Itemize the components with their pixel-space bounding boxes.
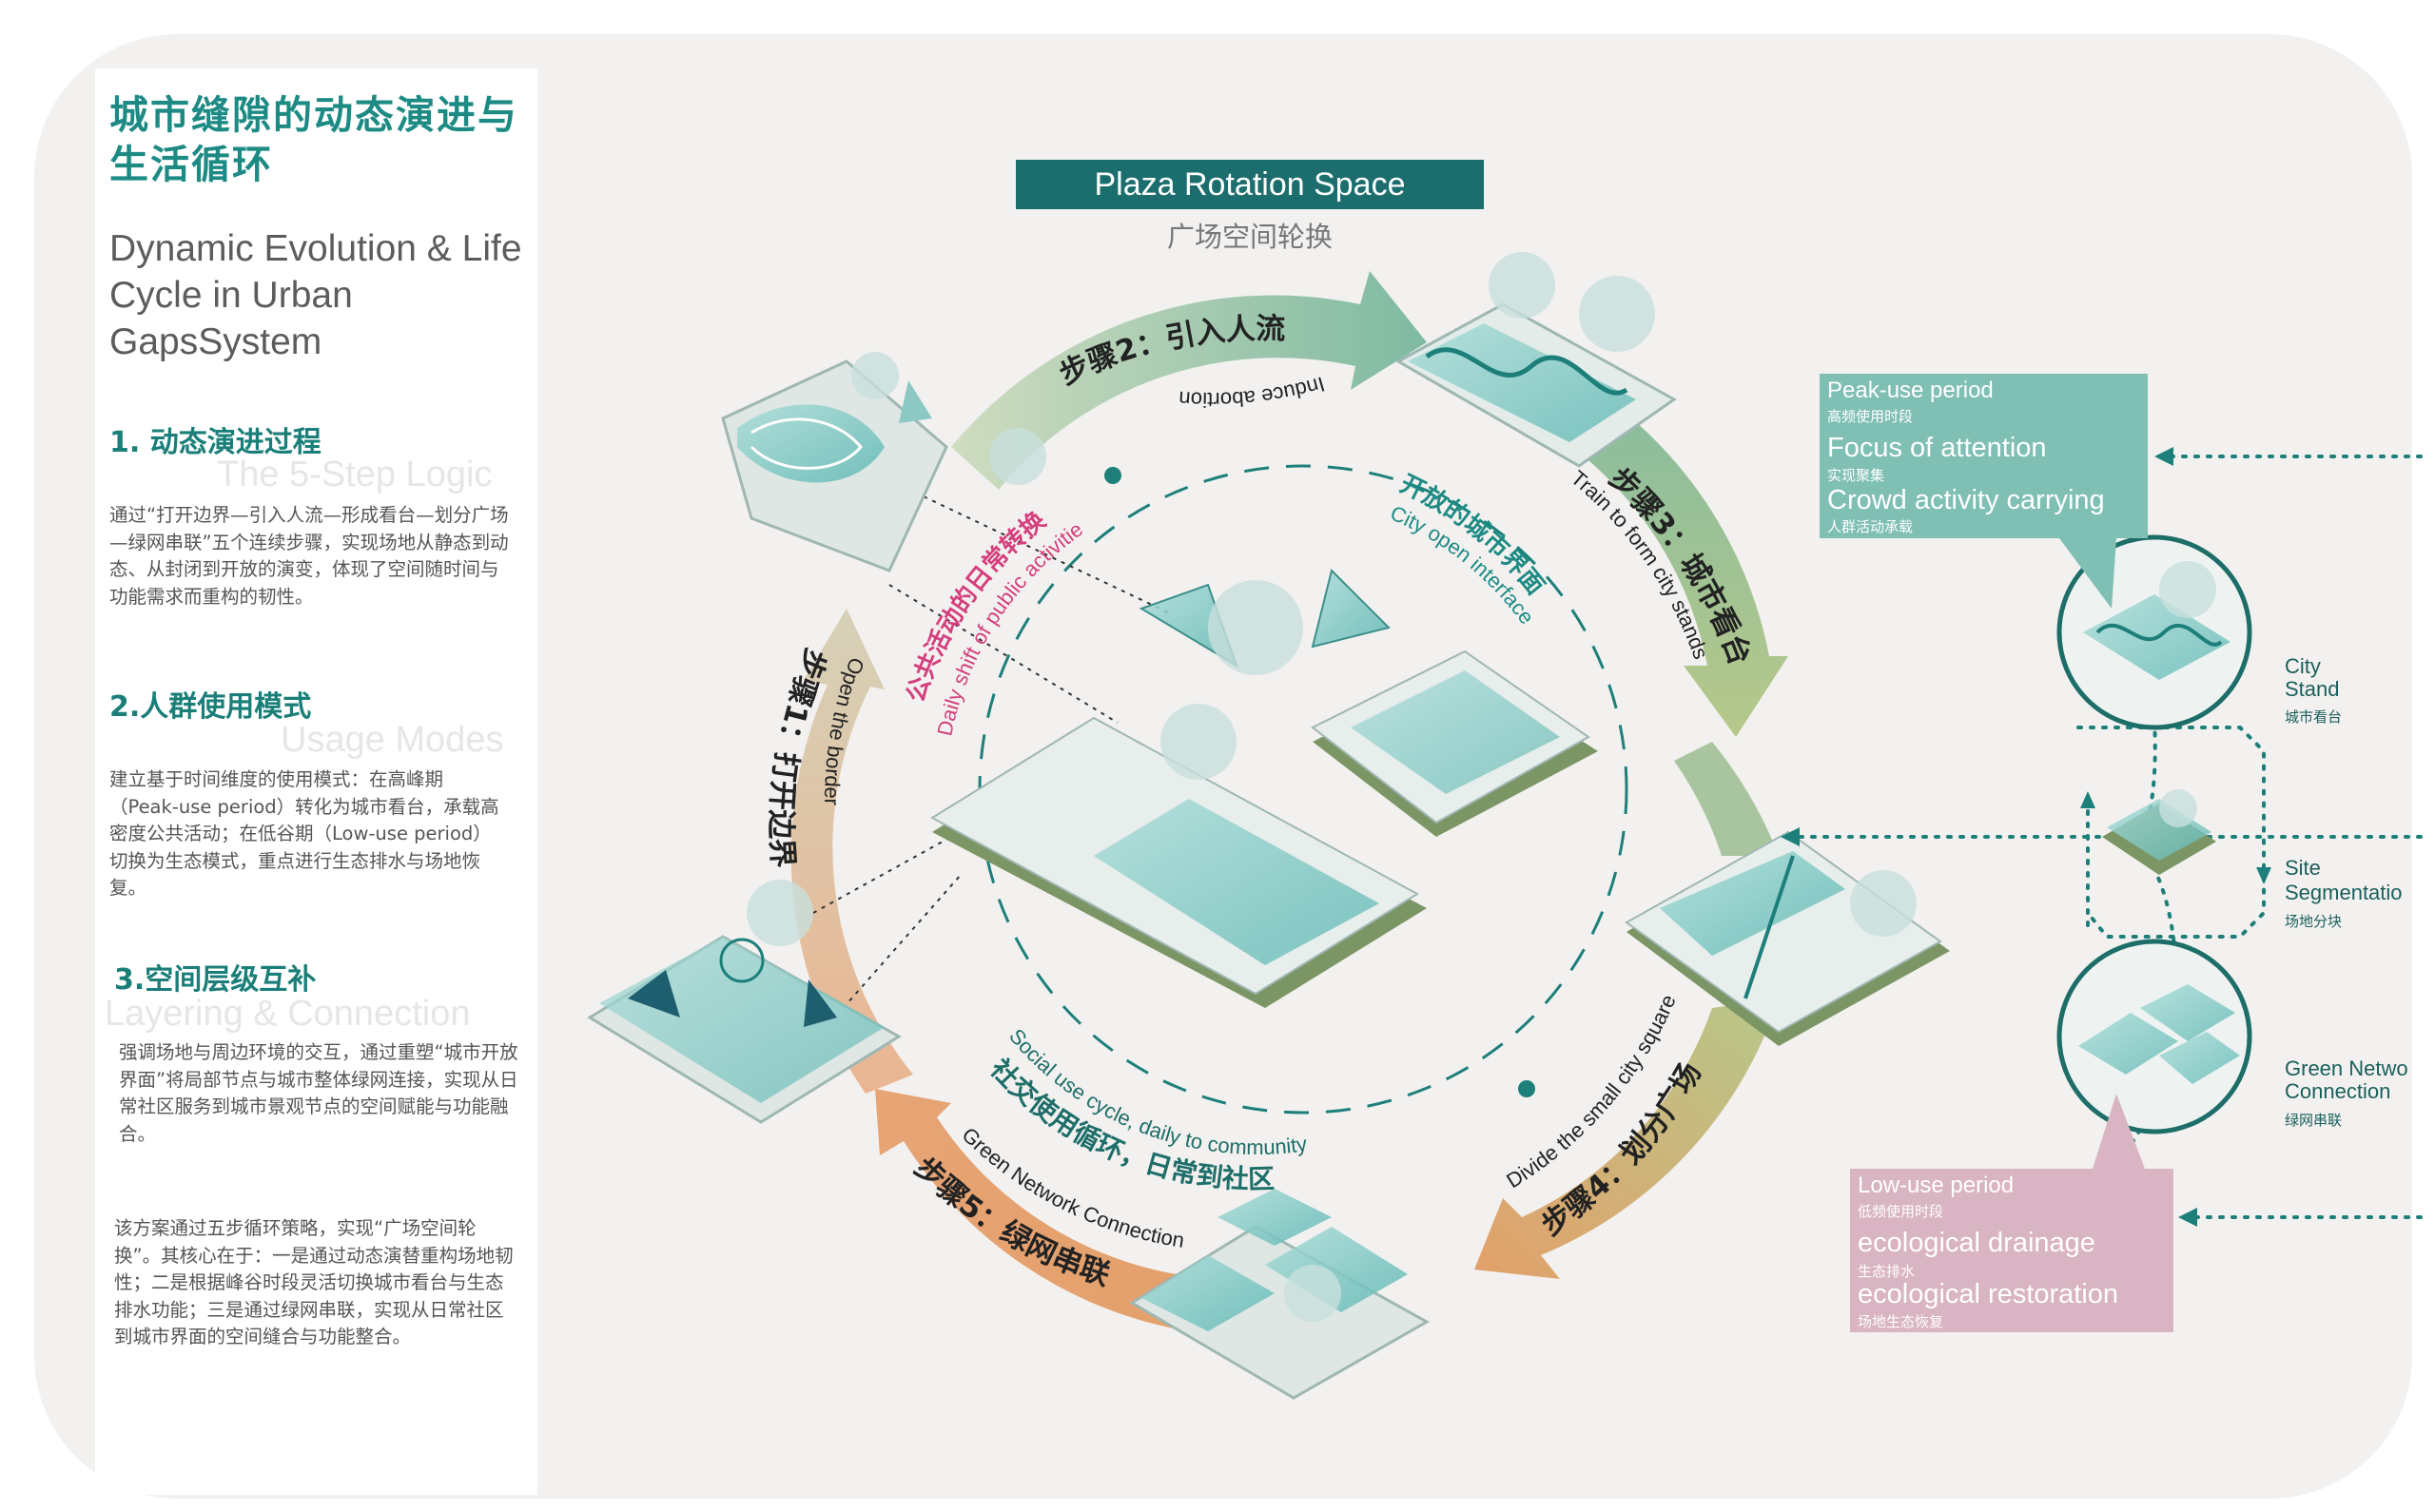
public-activity-en: Daily shift of public activities: [0, 0, 1087, 738]
site-seg-label-1: Site: [2285, 856, 2321, 880]
low-use-box: Low-use period 低频使用时段 ecological drainag…: [1850, 1169, 2173, 1332]
flow-arrowheads: [1781, 447, 2271, 1227]
low-resto-cn: 场地生态恢复: [1858, 1313, 1944, 1330]
tile-step1-top-left: [721, 352, 1046, 572]
low-title-en: Low-use period: [1858, 1173, 2015, 1198]
section-heading-3: 3.空间层级互补: [114, 963, 317, 997]
peak-crowd-en: Crowd activity carrying: [1827, 485, 2105, 515]
banner-subtitle: 广场空间轮换: [1166, 221, 1333, 253]
green-net-label-1: Green Netwo: [2285, 1056, 2408, 1080]
social-cycle-en: Social use cycle, daily to community: [1004, 1024, 1308, 1159]
title-english: Dynamic Evolution & Life Cycle in Urban …: [109, 228, 522, 362]
low-drain-en: ecological drainage: [1858, 1228, 2095, 1258]
section-text-3: 强调场地与周边环境的交互，通过重塑“城市开放界面”将局部节点与城市整体绿网连接，…: [119, 1041, 518, 1145]
site-seg-label-cn: 场地分块: [2285, 913, 2343, 930]
peak-focus-cn: 实现聚集: [1827, 467, 1885, 484]
plaza-rotation-banner: Plaza Rotation Space: [1016, 160, 1484, 209]
left-text-panel: [95, 68, 537, 1495]
low-resto-en: ecological restoration: [1858, 1279, 2119, 1309]
peak-title-en: Peak-use period: [1827, 378, 1994, 403]
section-text-1: 通过“打开边界—引入人流—形成看台—划分广场—绿网串联”五个连续步骤，实现场地从…: [109, 504, 509, 608]
green-net-label-cn: 绿网串联: [2285, 1112, 2343, 1129]
section-text-2: 建立基于时间维度的使用模式：在高峰期（Peak-use period）转化为城市…: [109, 768, 499, 899]
peak-callout-pointer: [2059, 538, 2116, 609]
tile-step3-right: [1625, 830, 1950, 1046]
tile-center: [930, 569, 1598, 1008]
ring-segment-bottom: [875, 1089, 1218, 1331]
vignette-city-stand: [2056, 534, 2252, 730]
tile-step2-top-right: [1394, 252, 1677, 468]
ring-segment-bottom-right: [1474, 998, 1779, 1279]
city-stand-label-2: Stand: [2285, 677, 2340, 701]
ring-dot-2: [1518, 1080, 1535, 1097]
ring-segment-top: [951, 271, 1427, 490]
site-seg-label-2: Segmentatio: [2285, 881, 2403, 904]
section-heading-2: 2.人群使用模式: [109, 690, 312, 724]
ghost-heading-2: Usage Modes: [281, 720, 504, 760]
peak-focus-en: Focus of attention: [1827, 433, 2047, 463]
tile-step5-left: [587, 880, 902, 1124]
vignette-site-segmentation: [2102, 789, 2216, 875]
peak-use-box: Peak-use period 高频使用时段 Focus of attentio…: [1820, 374, 2148, 538]
summary-text: 该方案通过五步循环策略，实现“广场空间轮换”。其核心在于：一是通过动态演替重构场…: [114, 1217, 514, 1347]
low-drain-cn: 生态排水: [1858, 1263, 1916, 1280]
section-heading-1: 1. 动态演进过程: [109, 426, 321, 459]
peak-title-cn: 高频使用时段: [1827, 408, 1914, 425]
step2-label-en: Induce abortion: [1178, 372, 1327, 412]
low-callout-pointer: [2093, 1094, 2145, 1169]
ghost-heading-3: Layering & Connection: [105, 994, 471, 1034]
vignette-green-network: [2056, 939, 2252, 1134]
title-chinese: 城市缝隙的动态演进与生活循环: [109, 92, 518, 187]
ring-dot-1: [1104, 467, 1121, 484]
city-stand-label-1: City: [2285, 654, 2321, 678]
city-stand-label-cn: 城市看台: [2285, 708, 2343, 726]
green-net-label-2: Connection: [2285, 1079, 2391, 1103]
peak-crowd-cn: 人群活动承载: [1827, 518, 1914, 535]
connector-lines: [812, 479, 1171, 1037]
low-title-cn: 低频使用时段: [1858, 1203, 1944, 1220]
tile-step4-bottom: [1129, 1189, 1431, 1400]
ring-segment-left: [790, 609, 913, 1094]
ghost-heading-1: The 5-Step Logic: [217, 455, 493, 494]
